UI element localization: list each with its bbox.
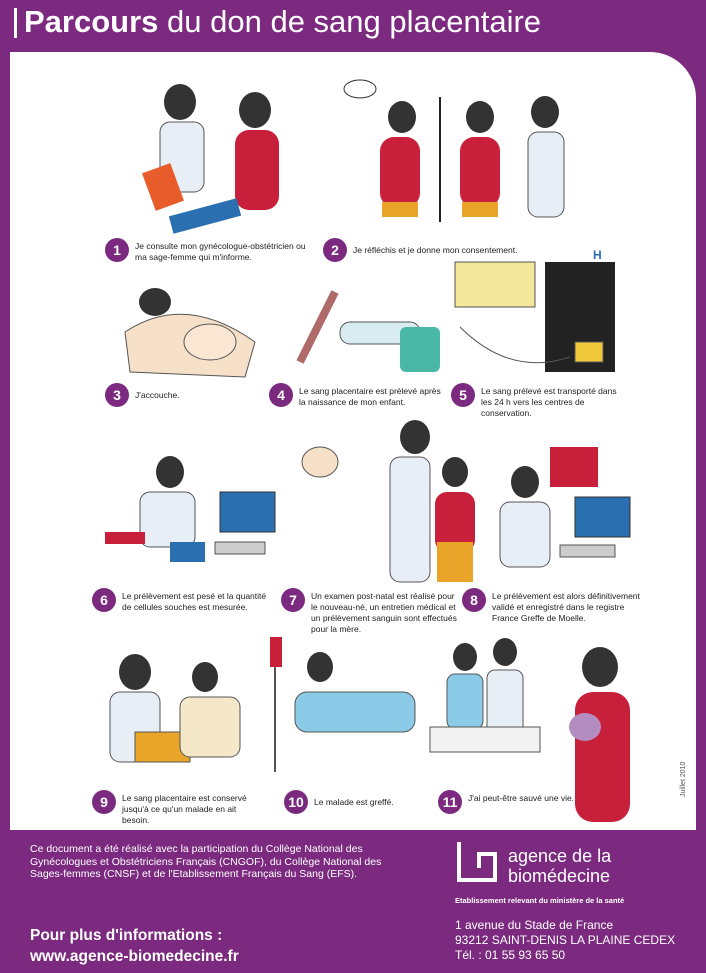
illustration-postnatal: [301, 420, 475, 583]
step-2: 2 Je réfléchis et je donne mon consentem…: [323, 238, 553, 262]
website-link[interactable]: www.agence-biomedecine.fr: [30, 948, 239, 965]
phone-number: Tél. : 01 55 93 65 50: [455, 948, 566, 962]
participation-text: Ce document a été réalisé avec la partic…: [30, 843, 382, 880]
page-title: Parcours du don de sang placentaire: [24, 4, 542, 39]
illustration-registry: [499, 447, 631, 568]
illustration-saved-life: [429, 638, 630, 822]
step-11: 11 J'ai peut-être sauvé une vie.: [438, 790, 588, 814]
page-header: Parcours du don de sang placentaire: [0, 0, 706, 48]
svg-text:H: H: [593, 248, 602, 262]
logo-line-1: agence de la: [508, 846, 612, 866]
step-7: 7 Un examen post-natal est réalisé pour …: [281, 588, 461, 635]
credit-text: Juillet 2010: [680, 761, 687, 797]
illustration-consultation: [142, 84, 279, 234]
step-10: 10 Le malade est greffé.: [284, 790, 434, 814]
illustration-consent: [343, 79, 565, 222]
illustration-storage: [109, 654, 241, 763]
step-1: 1 Je consulte mon gynécologue-obstétrici…: [105, 238, 315, 263]
more-info-label: Pour plus d'informations :: [30, 927, 223, 944]
step-8: 8 Le prélèvement est alors définitivemen…: [462, 588, 642, 624]
step-3: 3 J'accouche.: [105, 383, 255, 407]
illustration-collection: [296, 290, 440, 372]
step-9: 9 Le sang placentaire est conservé jusqu…: [92, 790, 262, 826]
address-line-2: 93212 SAINT-DENIS LA PLAINE CEDEX: [455, 933, 676, 947]
logo-tagline: Etablissement relevant du ministère de l…: [455, 896, 625, 905]
illustration-transport: H: [454, 248, 615, 372]
step-4: 4 Le sang placentaire est prélevé après …: [269, 383, 449, 408]
address-line-1: 1 avenue du Stade de France: [455, 918, 614, 932]
title-bar-mark: [14, 8, 17, 38]
steps-panel: 1 Je consulte mon gynécologue-obstétrici…: [10, 52, 696, 830]
illustration-lab: [105, 456, 276, 562]
agence-biomedecine-logo-icon: [457, 842, 497, 882]
illustration-delivery: [124, 288, 256, 378]
logo-line-2: biomédecine: [508, 866, 611, 886]
step-6: 6 Le prélèvement est pesé et la quantité…: [92, 588, 267, 613]
step-5: 5 Le sang prélevé est transporté dans le…: [451, 383, 626, 419]
illustration-transplant: [270, 637, 416, 772]
